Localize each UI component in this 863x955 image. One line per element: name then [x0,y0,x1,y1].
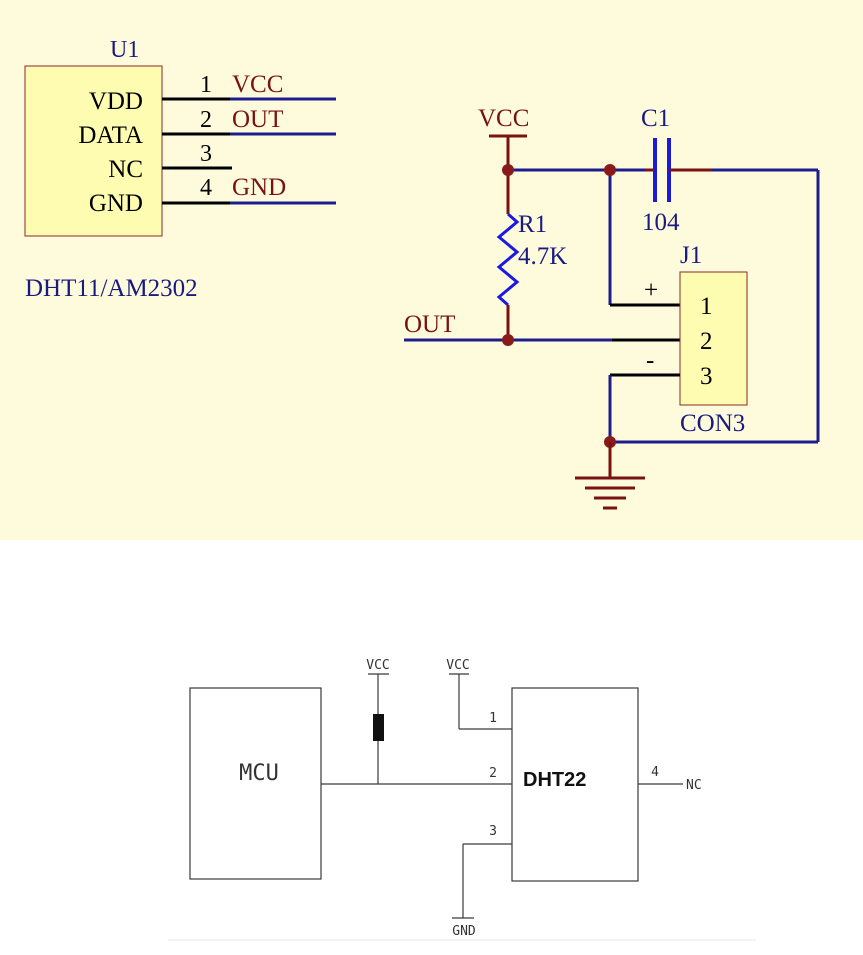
c1-value: 104 [642,209,680,236]
junction-vcc-r1 [502,164,514,176]
u1-pin-num-1: 1 [200,72,212,98]
r1-value: 4.7K [518,243,567,270]
u1-ref: U1 [110,37,139,63]
gnd-label: GND [452,924,476,939]
j1-pin-1: 1 [700,293,713,320]
vcc-right-label: VCC [446,658,469,673]
j1-connector: J1 1 2 3 + - CON3 [644,242,748,437]
mcu-label: MCU [239,761,279,786]
pullup-resistor [373,714,384,741]
dht22-pin-2: 2 [489,766,497,781]
j1-plus-mark: + [644,277,658,304]
u1-pin-num-3: 3 [200,141,212,167]
j1-body [679,271,748,406]
junction-out-r1 [502,334,514,346]
nc-label: NC [686,778,702,793]
r1-resistor: R1 4.7K [496,205,567,340]
dht22-pin-4: 4 [651,765,659,780]
u1-component: U1 VDD DATA NC GND 1 2 3 4 VCC OUT GND D… [24,37,336,302]
ground-symbol [575,442,645,510]
u1-net-gnd: GND [232,174,286,201]
vcc-port-label: VCC [478,105,529,132]
out-net-label: OUT [404,311,455,338]
junction-vcc-c1 [604,164,616,176]
u1-net-out: OUT [232,106,283,133]
u1-net-vcc: VCC [232,71,283,98]
dht22-pin-3: 3 [489,824,497,839]
vcc-left-label: VCC [366,658,389,673]
c1-ref: C1 [641,105,670,132]
vcc-power-port: VCC [478,105,529,205]
u1-body [24,65,163,237]
j1-pin-3: 3 [700,363,713,390]
j1-minus-mark: - [646,347,654,374]
c1-capacitor: C1 104 [641,105,712,236]
dht22-pin-1: 1 [489,711,497,726]
u1-pin-vdd: VDD [89,88,143,115]
u1-pin-data: DATA [78,122,143,149]
r1-zigzag [496,212,520,307]
r1-ref: R1 [518,211,547,238]
u1-pin-num-2: 2 [200,107,212,133]
u1-part-label: DHT11/AM2302 [25,275,198,302]
u1-pin-gnd: GND [89,190,143,217]
j1-part-label: CON3 [680,410,745,437]
j1-ref: J1 [680,242,702,269]
dht22-label: DHT22 [523,769,586,791]
j1-pin-2: 2 [700,328,713,355]
u1-pin-nc: NC [108,156,143,183]
bottom-schematic: MCU VCC VCC DHT22 1 2 3 4 NC GND [168,658,756,941]
u1-pin-num-4: 4 [200,175,212,201]
